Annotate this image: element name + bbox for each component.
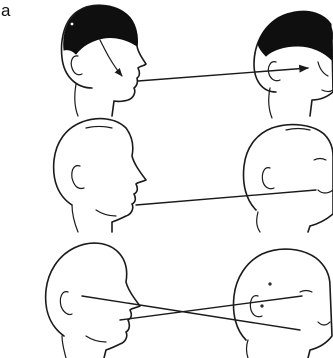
head-middle-left xyxy=(54,119,146,232)
head-middle-left-outline xyxy=(54,119,146,232)
head-top-right xyxy=(254,11,333,118)
head-middle-left-neck xyxy=(72,205,78,232)
head-top-left-speck xyxy=(71,23,74,26)
head-bottom-left-outline xyxy=(46,243,140,358)
head-top-left-neck xyxy=(75,84,78,116)
row-middle xyxy=(54,119,333,232)
head-top-right-neck xyxy=(269,88,272,118)
row-top xyxy=(62,5,333,118)
head-middle-right-neck xyxy=(257,212,260,232)
row-bottom xyxy=(46,243,332,358)
head-bottom-left-neck xyxy=(62,336,66,358)
head-middle-right xyxy=(244,125,333,232)
head-bottom-left xyxy=(46,243,140,358)
head-bottom-right-neck xyxy=(247,340,249,358)
head-top-left xyxy=(62,5,146,116)
